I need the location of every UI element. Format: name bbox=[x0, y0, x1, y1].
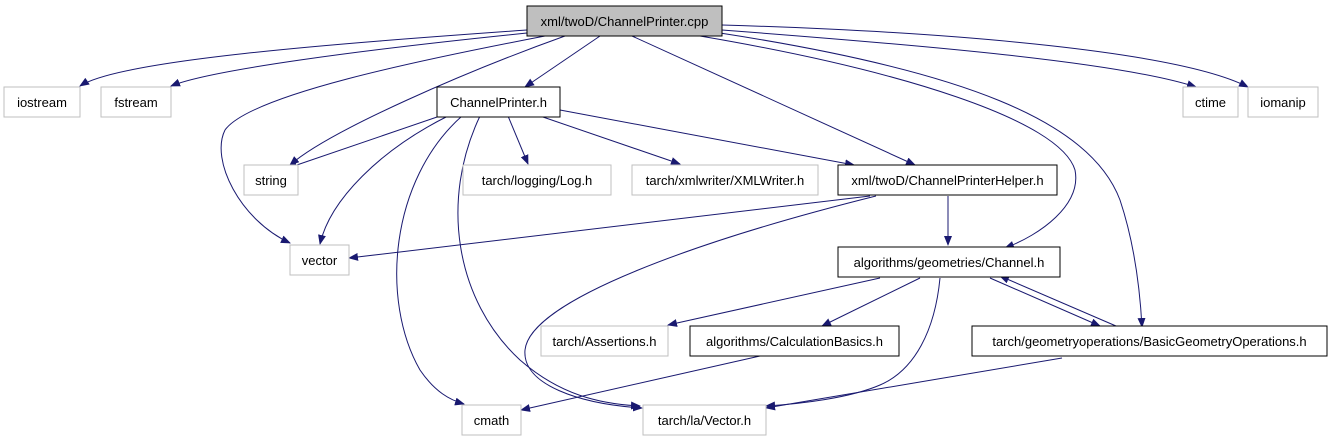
node-channel-h[interactable]: algorithms/geometries/Channel.h bbox=[837, 246, 1061, 278]
edge-channel-vectorh bbox=[765, 277, 941, 410]
node-label: algorithms/CalculationBasics.h bbox=[706, 334, 883, 349]
edge-channelprinter-helper bbox=[559, 109, 855, 168]
edge-channelprinter-vector bbox=[318, 115, 449, 245]
edge-channelprinter-xmlwriter bbox=[539, 115, 681, 165]
edges bbox=[79, 24, 1249, 412]
node-helper-h[interactable]: xml/twoD/ChannelPrinterHelper.h bbox=[837, 164, 1058, 196]
edge-root-string bbox=[289, 35, 566, 166]
node-assertions-h: tarch/Assertions.h bbox=[540, 325, 669, 357]
edge-root-fstream bbox=[170, 32, 528, 87]
node-vector-h: tarch/la/Vector.h bbox=[642, 404, 767, 436]
node-label: tarch/logging/Log.h bbox=[482, 173, 593, 188]
node-label: ctime bbox=[1195, 95, 1226, 110]
node-label: vector bbox=[302, 253, 338, 268]
edge-channel-calcbasics bbox=[821, 277, 921, 327]
node-label: tarch/Assertions.h bbox=[552, 334, 656, 349]
edge-channelprinter-vectorh bbox=[457, 115, 641, 410]
edge-root-basicgeo bbox=[719, 32, 1146, 328]
node-label: tarch/la/Vector.h bbox=[658, 413, 751, 428]
edge-root-channel bbox=[699, 35, 1077, 249]
edge-channelprinter-log bbox=[507, 115, 529, 165]
edge-helper-vector bbox=[348, 195, 871, 261]
node-iostream: iostream bbox=[3, 86, 81, 118]
edge-basicgeo-channel bbox=[999, 275, 1117, 327]
node-label: algorithms/geometries/Channel.h bbox=[854, 255, 1045, 270]
node-label: cmath bbox=[474, 413, 509, 428]
node-label: fstream bbox=[114, 95, 157, 110]
node-label: tarch/geometryoperations/BasicGeometryOp… bbox=[992, 334, 1306, 349]
node-cmath: cmath bbox=[461, 404, 522, 436]
node-label: xml/twoD/ChannelPrinterHelper.h bbox=[851, 173, 1043, 188]
node-iomanip: iomanip bbox=[1247, 86, 1319, 118]
node-basicgeo-h[interactable]: tarch/geometryoperations/BasicGeometryOp… bbox=[971, 325, 1328, 357]
edge-root-iomanip bbox=[721, 24, 1249, 88]
edge-root-ctime bbox=[721, 29, 1197, 88]
node-label: iostream bbox=[17, 95, 67, 110]
edge-channelprinter-string bbox=[287, 115, 441, 169]
node-ctime: ctime bbox=[1182, 86, 1239, 118]
edge-channel-assertions bbox=[667, 277, 881, 327]
node-log-h: tarch/logging/Log.h bbox=[462, 164, 612, 196]
node-label: ChannelPrinter.h bbox=[450, 95, 547, 110]
node-label: xml/twoD/ChannelPrinter.cpp bbox=[541, 14, 709, 29]
edge-root-helper bbox=[631, 35, 916, 166]
edge-basicgeo-vectorh bbox=[765, 357, 1063, 411]
nodes: xml/twoD/ChannelPrinter.cpp iostream fst… bbox=[3, 5, 1328, 436]
edge-channel-basicgeo bbox=[989, 277, 1101, 327]
node-channelprinter-h[interactable]: ChannelPrinter.h bbox=[436, 86, 561, 118]
node-label: tarch/xmlwriter/XMLWriter.h bbox=[646, 173, 804, 188]
node-calcbasics-h[interactable]: algorithms/CalculationBasics.h bbox=[689, 325, 900, 357]
node-fstream: fstream bbox=[100, 86, 172, 118]
edge-root-iostream bbox=[79, 29, 528, 87]
edge-root-vector bbox=[220, 35, 546, 244]
edge-helper-vectorh bbox=[524, 195, 877, 412]
node-label: iomanip bbox=[1260, 95, 1306, 110]
node-vector: vector bbox=[289, 244, 350, 276]
node-xmlwriter-h: tarch/xmlwriter/XMLWriter.h bbox=[631, 164, 819, 196]
edge-root-channelprinter bbox=[524, 35, 601, 88]
node-root[interactable]: xml/twoD/ChannelPrinter.cpp bbox=[526, 5, 723, 37]
edge-channelprinter-cmath bbox=[396, 115, 465, 406]
node-string: string bbox=[243, 164, 299, 196]
edge-calcbasics-cmath bbox=[520, 355, 761, 412]
node-label: string bbox=[255, 173, 287, 188]
